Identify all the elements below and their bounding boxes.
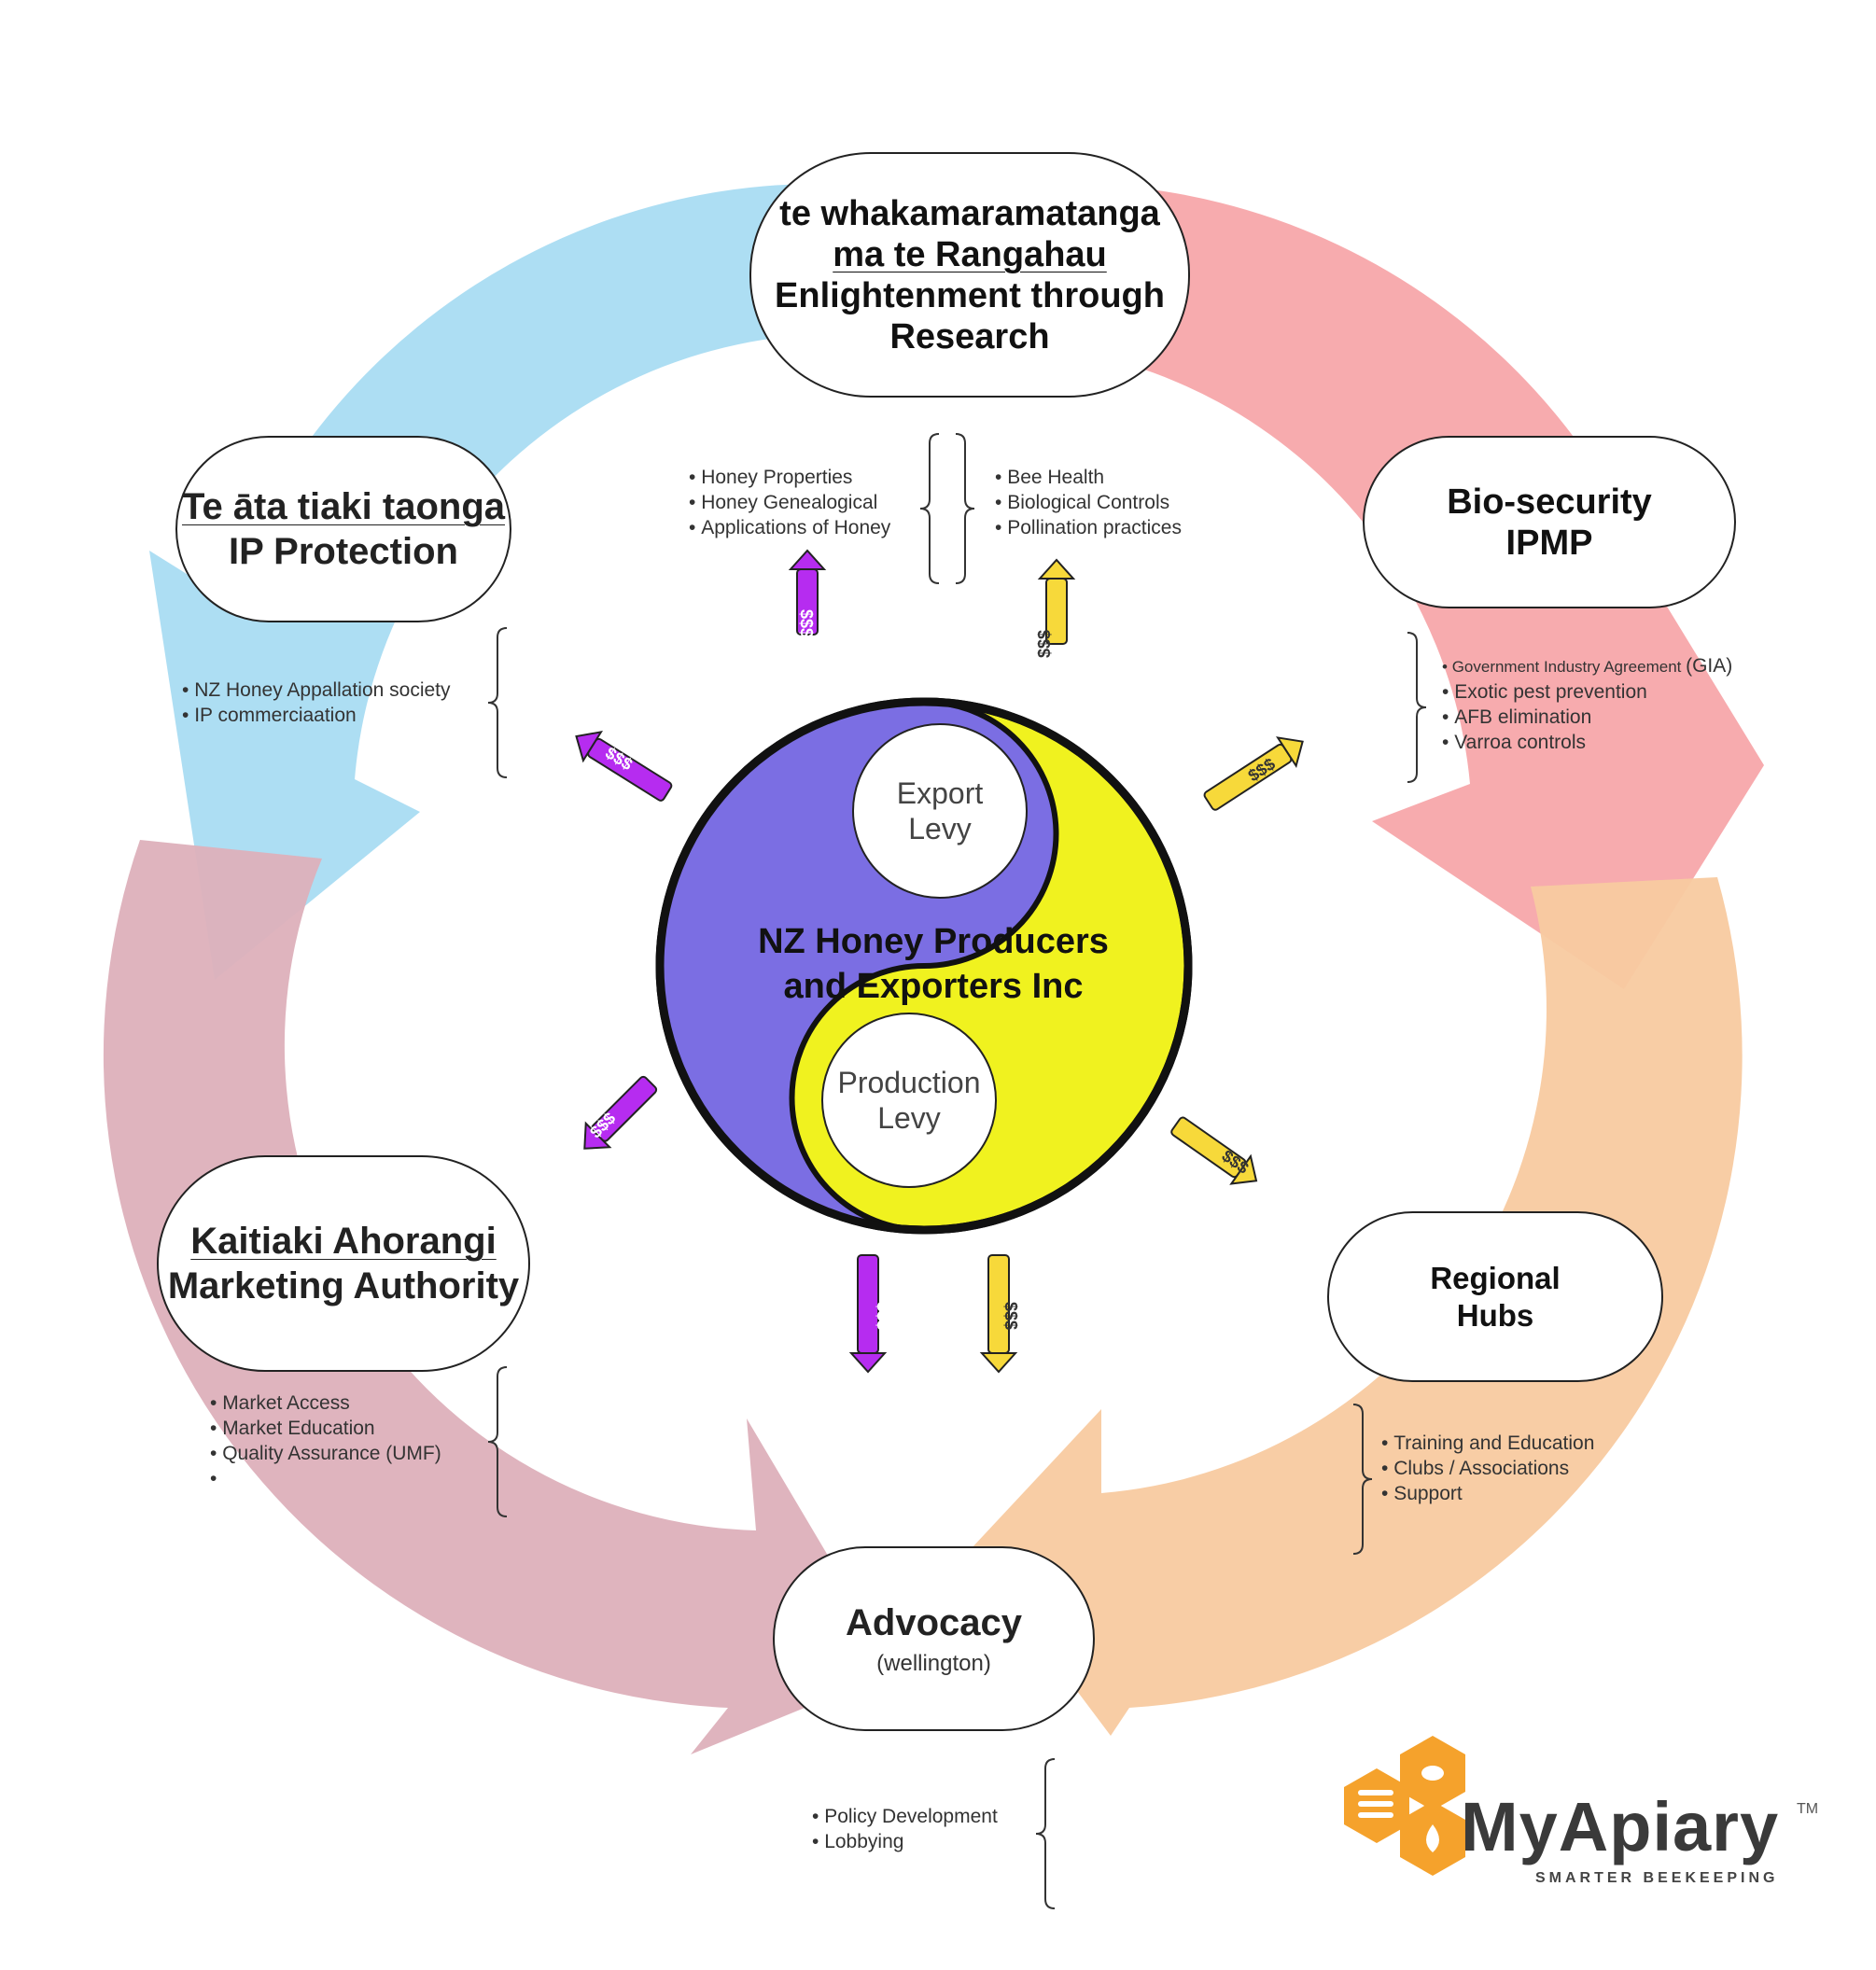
logo-wordmark: MyApiary: [1461, 1788, 1780, 1865]
list-marketing: Market Access Market Education Quality A…: [210, 1390, 441, 1491]
list-research-right: Bee Health Biological Controls Pollinati…: [995, 465, 1182, 540]
export-levy-line1: Export: [896, 776, 984, 810]
production-levy-circle: Production Levy: [821, 1013, 997, 1188]
list-ip: NZ Honey Appallation society IP commerci…: [182, 678, 451, 728]
list-item: Exotic pest prevention: [1442, 679, 1732, 705]
export-levy-circle: Export Levy: [852, 723, 1028, 899]
list-item: Training and Education: [1381, 1431, 1594, 1456]
list-item: Pollination practices: [995, 515, 1182, 540]
list-item: IP commerciaation: [182, 703, 451, 728]
production-levy-line2: Levy: [877, 1101, 941, 1135]
list-item: Honey Genealogical: [689, 490, 890, 515]
list-research-left: Honey Properties Honey Genealogical Appl…: [689, 465, 890, 540]
arrow-label-down-purple: $$$: [874, 1302, 892, 1330]
bracket-ip: [487, 627, 508, 778]
biosecurity-title-line2: IPMP: [1505, 523, 1593, 563]
ring-arrow-orange: [971, 877, 1743, 1736]
research-title-line1: te whakamaramatanga: [779, 193, 1160, 233]
list-item: Market Education: [210, 1416, 441, 1441]
arrow-label-down-yellow: $$$: [1001, 1302, 1020, 1330]
list-item: Support: [1381, 1481, 1594, 1506]
list-item: Biological Controls: [995, 490, 1182, 515]
marketing-title-line1: Kaitiaki Ahorangi: [190, 1221, 497, 1262]
ip-title-line1: Te āta tiaki taonga: [181, 486, 505, 527]
gia-abbr: (GIA): [1686, 655, 1733, 677]
center-title-line2: and Exporters Inc: [783, 967, 1084, 1006]
ring-arrow-blue: [149, 183, 943, 980]
list-item: Clubs / Associations: [1381, 1456, 1594, 1481]
bracket-research: [919, 433, 940, 584]
logo-trademark: TM: [1797, 1801, 1819, 1817]
biosecurity-title-line1: Bio-security: [1447, 482, 1652, 522]
hubs-title-line2: Hubs: [1456, 1297, 1534, 1333]
node-marketing: Kaitiaki Ahorangi Marketing Authority: [157, 1155, 530, 1372]
bracket-marketing: [487, 1366, 508, 1517]
bracket-hubs: [1352, 1404, 1373, 1555]
ring-arrow-pink: [103, 840, 897, 1754]
list-item: NZ Honey Appallation society: [182, 678, 450, 703]
center-title-line1: NZ Honey Producers: [758, 922, 1109, 961]
ring-arrow-red: [943, 183, 1764, 989]
marketing-title-line2: Marketing Authority: [167, 1265, 520, 1306]
list-item-gia: Government Industry Agreement (GIA): [1442, 653, 1733, 679]
bracket-biosecurity: [1407, 632, 1427, 783]
list-item: [210, 1466, 441, 1491]
export-levy-line2: Levy: [908, 812, 972, 845]
research-title-line3: Enlightenment through: [775, 275, 1165, 315]
production-levy-line1: Production: [837, 1066, 981, 1099]
advocacy-title: Advocacy: [846, 1602, 1022, 1643]
node-biosecurity: Bio-security IPMP: [1363, 436, 1736, 608]
arrow-label-up-yellow: $$$: [1035, 630, 1054, 658]
list-item: Varroa controls: [1442, 730, 1732, 755]
money-arrows: [575, 549, 1304, 1374]
list-biosecurity: Government Industry Agreement (GIA) Exot…: [1442, 653, 1733, 755]
list-item: Lobbying: [812, 1829, 998, 1854]
list-item: Honey Properties: [689, 465, 890, 490]
list-hubs: Training and Education Clubs / Associati…: [1381, 1431, 1594, 1506]
node-ip-protection: Te āta tiaki taonga IP Protection: [175, 436, 511, 622]
list-item: Bee Health: [995, 465, 1182, 490]
research-title-line2: ma te Rangahau: [833, 234, 1107, 274]
myapiary-logo-icon: [1344, 1736, 1465, 1876]
node-research: te whakamaramatanga ma te Rangahau Enlig…: [749, 152, 1190, 398]
arrow-label-up-purple: $$$: [797, 609, 816, 637]
list-item: Market Access: [210, 1390, 441, 1416]
research-title-line4: Research: [889, 316, 1050, 356]
ip-title-line2: IP Protection: [229, 531, 458, 572]
gia-label: Government Industry Agreement: [1451, 658, 1687, 676]
list-item: AFB elimination: [1442, 705, 1732, 730]
bracket-research-right: [955, 433, 975, 584]
list-item: Policy Development: [812, 1804, 998, 1829]
center-title: NZ Honey Producers and Exporters Inc: [728, 919, 1139, 1009]
node-regional-hubs: Regional Hubs: [1327, 1211, 1663, 1382]
list-item: Quality Assurance (UMF): [210, 1441, 441, 1466]
advocacy-subtitle: (wellington): [876, 1651, 991, 1676]
node-advocacy: Advocacy (wellington): [773, 1546, 1095, 1731]
hubs-title-line1: Regional: [1430, 1260, 1561, 1295]
list-item: Applications of Honey: [689, 515, 890, 540]
logo-tagline: SMARTER BEEKEEPING: [1535, 1870, 1779, 1886]
list-advocacy: Policy Development Lobbying: [812, 1804, 998, 1854]
bracket-advocacy: [1035, 1758, 1056, 1909]
